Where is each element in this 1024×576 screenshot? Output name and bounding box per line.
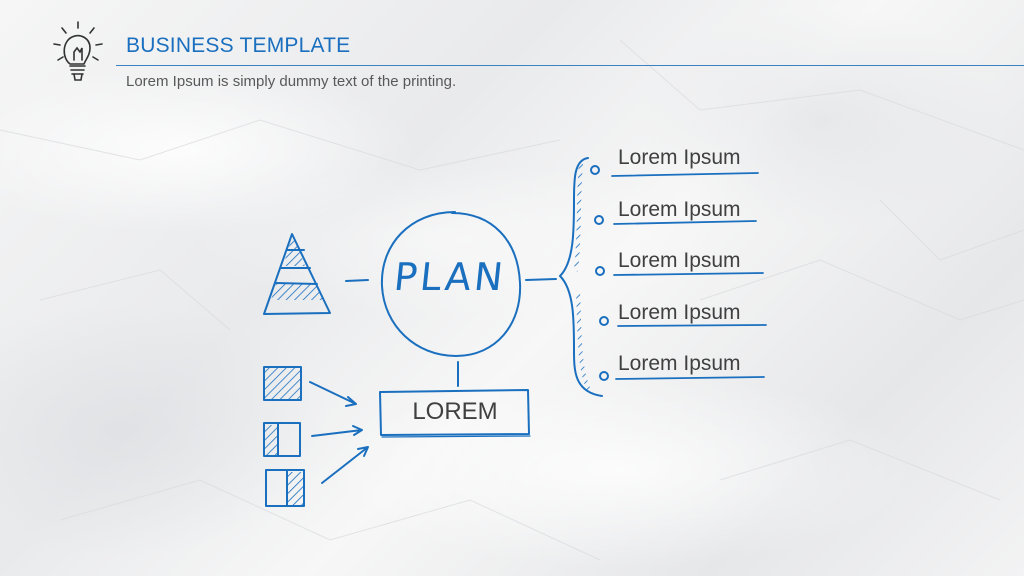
curly-brace xyxy=(559,157,603,397)
item-underlines xyxy=(611,172,767,380)
list-item: Lorem Ipsum xyxy=(618,198,741,221)
page-subtitle: Lorem Ipsum is simply dummy text of the … xyxy=(126,73,457,90)
arrow-square-2 xyxy=(311,425,363,437)
arrow-square-3 xyxy=(321,446,369,484)
connector-pyramid-plan xyxy=(345,279,369,282)
list-item: Lorem Ipsum xyxy=(618,301,741,324)
connector-plan-brace xyxy=(525,278,557,281)
arrow-square-1 xyxy=(309,381,357,407)
page-title: BUSINESS TEMPLATE xyxy=(126,34,351,57)
item-bullets xyxy=(590,165,609,381)
plan-label: PLAN xyxy=(391,255,508,299)
lightbulb-icon xyxy=(53,21,103,81)
header-divider xyxy=(116,65,1024,66)
hatched-square-icon xyxy=(263,366,305,507)
lorem-box-label: LOREM xyxy=(412,398,498,425)
plan-circle xyxy=(380,211,522,357)
pyramid-icon xyxy=(263,233,331,315)
list-item: Lorem Ipsum xyxy=(618,146,741,169)
list-item: Lorem Ipsum xyxy=(618,352,741,375)
lorem-box xyxy=(379,389,530,436)
list-item: Lorem Ipsum xyxy=(618,249,741,272)
